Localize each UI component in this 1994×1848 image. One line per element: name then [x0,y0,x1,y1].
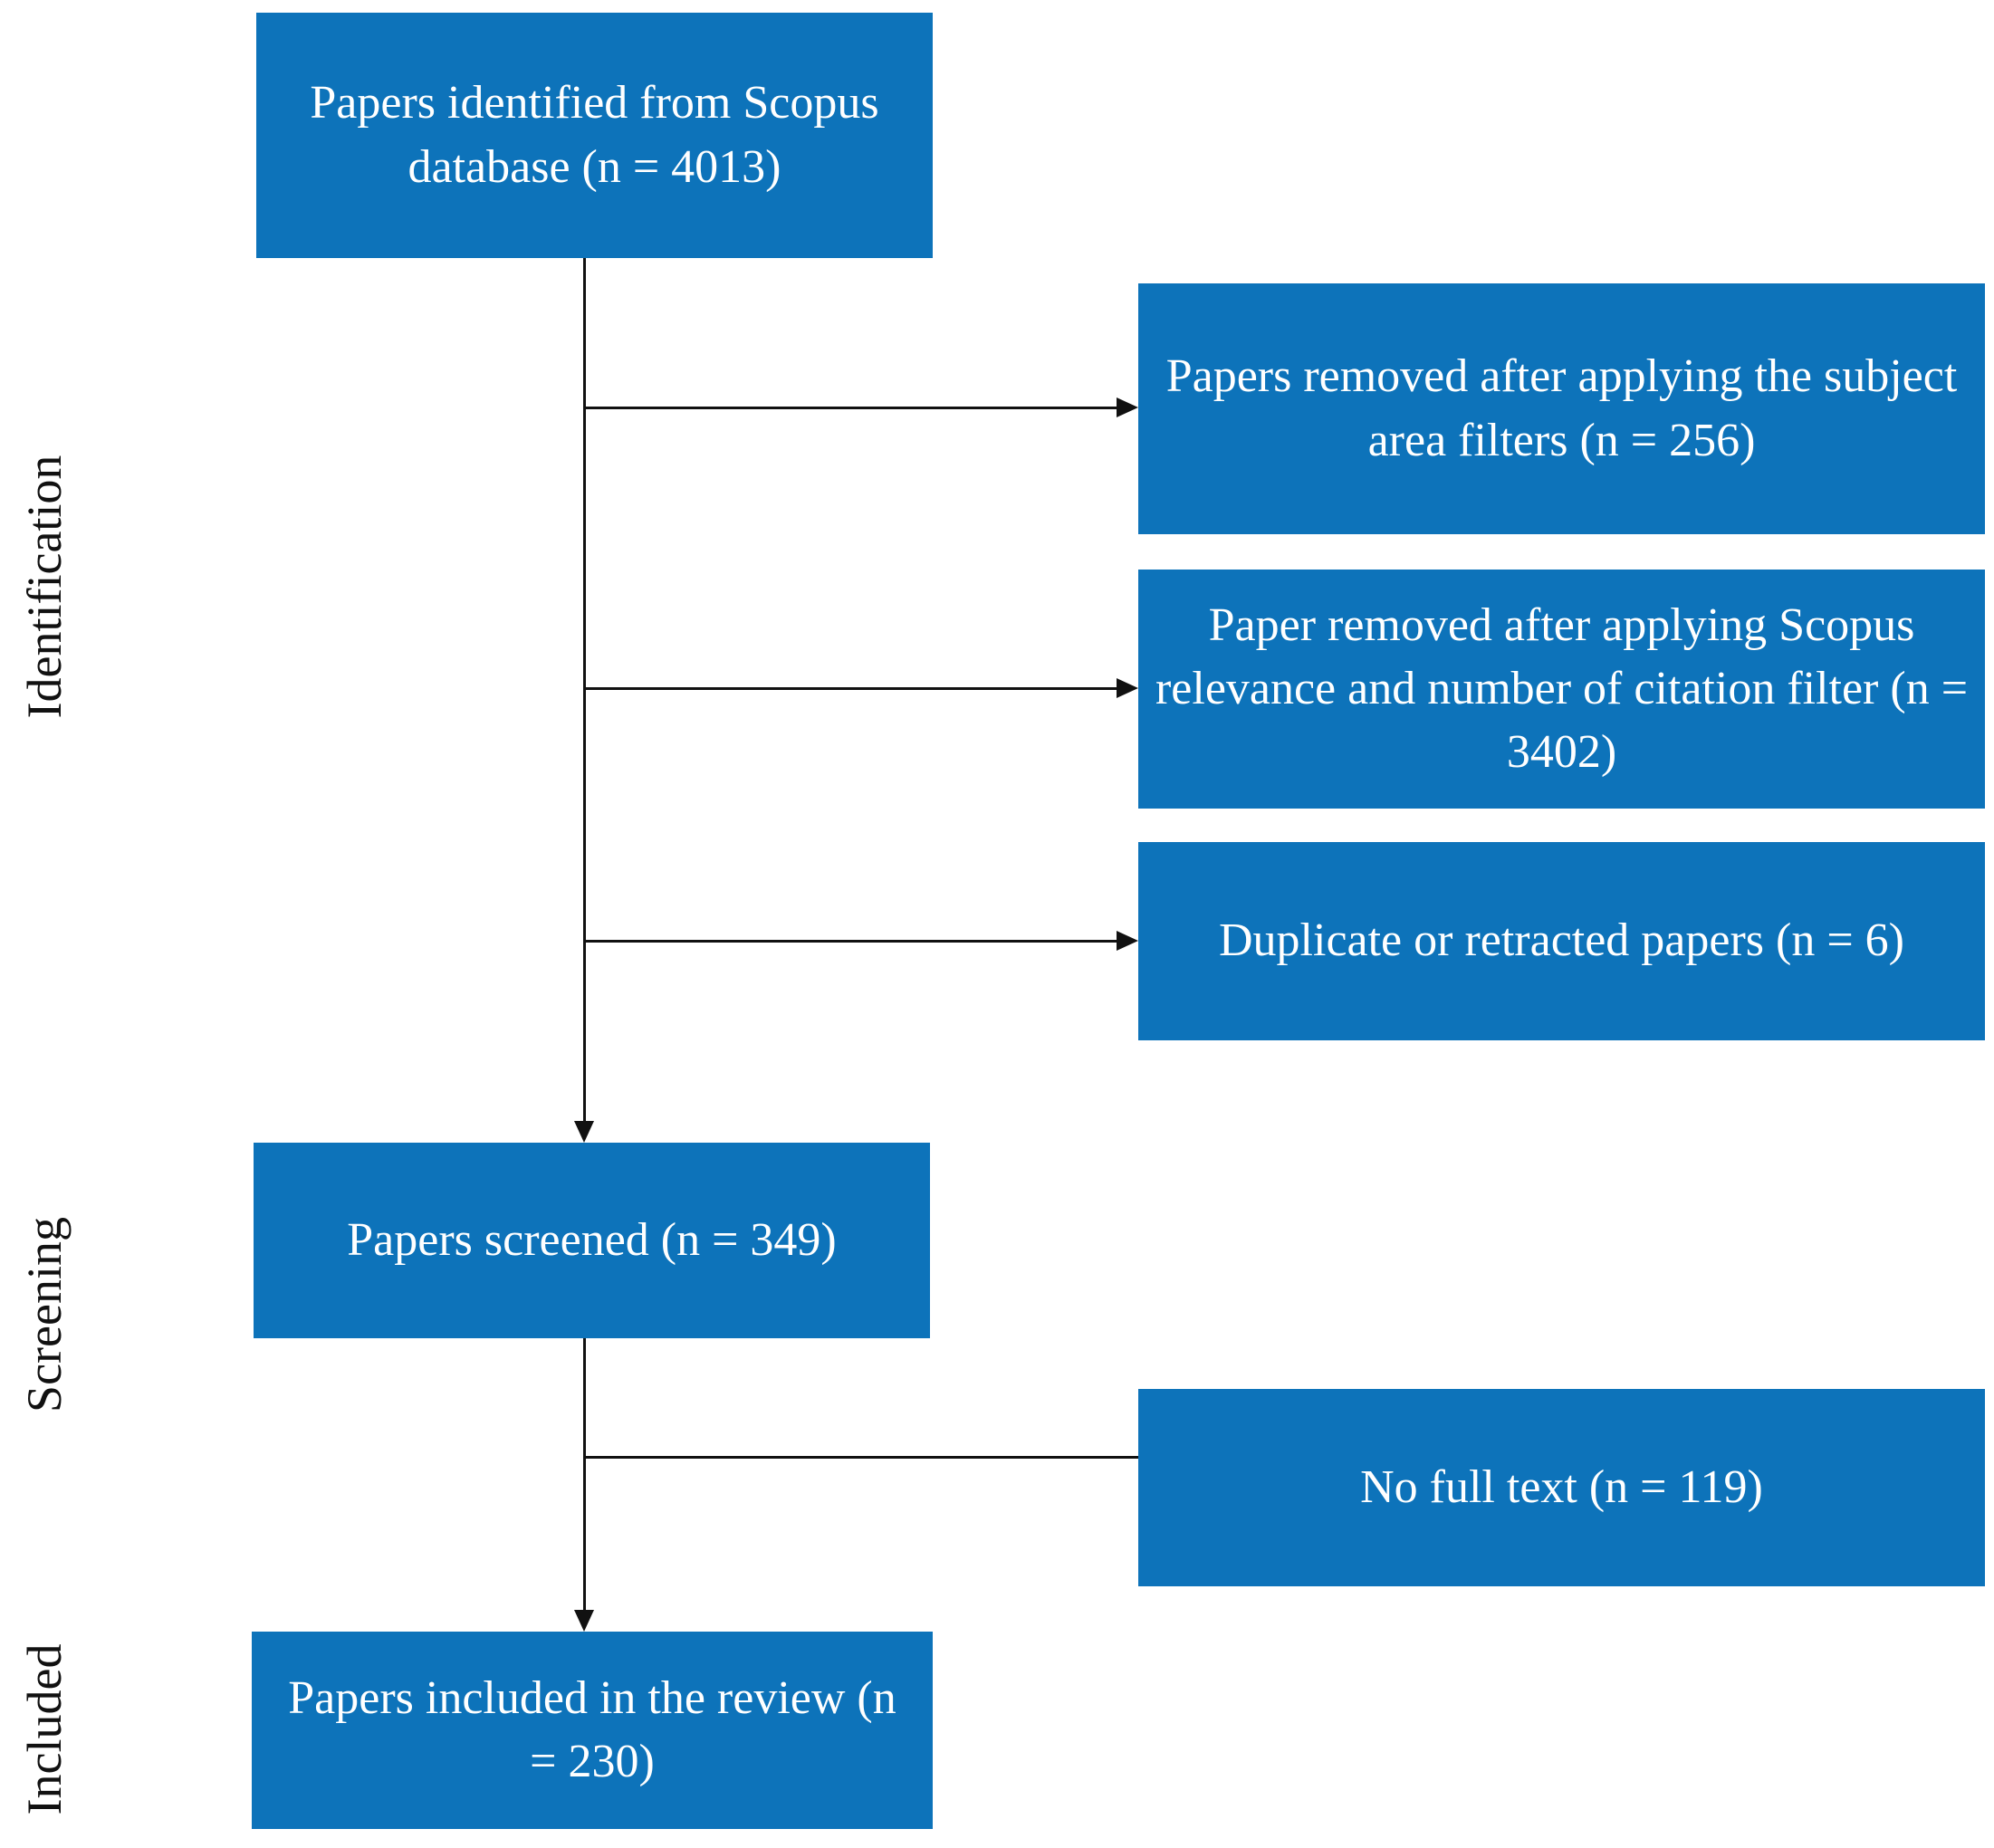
box-no-full-text: No full text (n = 119) [1138,1389,1985,1586]
box-relevance-filter-removed-text: Paper removed after applying Scopus rele… [1155,598,1969,779]
arrowhead-duplicate-icon [1117,931,1138,951]
stage-label-identification: Identification [17,455,72,719]
box-duplicate-retracted-text: Duplicate or retracted papers (n = 6) [1219,914,1904,967]
arrowhead-screened-icon [574,1121,594,1143]
arrowhead-subject-filter-icon [1117,397,1138,417]
connector-screened-to-included-line [583,1338,586,1612]
connector-branch-relevance-filter-line [584,687,1120,690]
connector-branch-no-full-text-line [584,1456,1138,1459]
box-papers-screened-text: Papers screened (n = 349) [347,1213,837,1266]
box-papers-included-text: Papers included in the review (n = 230) [288,1671,896,1787]
stage-label-included: Included [17,1643,72,1815]
box-relevance-filter-removed: Paper removed after applying Scopus rele… [1138,570,1985,809]
connector-branch-duplicate-line [584,940,1120,943]
box-papers-screened: Papers screened (n = 349) [254,1143,930,1338]
box-papers-identified: Papers identified from Scopus database (… [256,13,933,258]
arrowhead-included-icon [574,1610,594,1632]
box-subject-filter-removed: Papers removed after applying the subjec… [1138,283,1985,534]
box-no-full-text-text: No full text (n = 119) [1360,1460,1763,1513]
stage-label-screening: Screening [17,1217,72,1412]
box-duplicate-retracted: Duplicate or retracted papers (n = 6) [1138,842,1985,1040]
arrowhead-relevance-filter-icon [1117,678,1138,698]
connector-branch-subject-filter-line [584,407,1120,409]
box-subject-filter-removed-text: Papers removed after applying the subjec… [1165,350,1958,466]
connector-identification-to-screened-line [583,258,586,1125]
box-papers-identified-text: Papers identified from Scopus database (… [310,77,879,193]
box-papers-included: Papers included in the review (n = 230) [252,1632,933,1829]
